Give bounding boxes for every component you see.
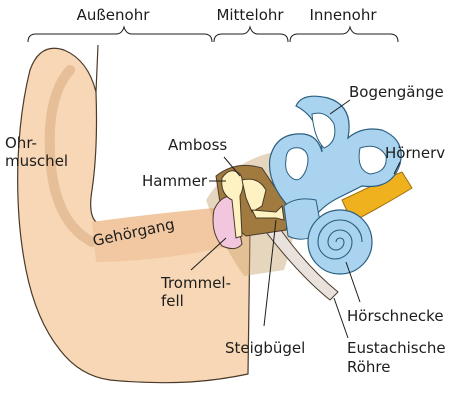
outer-ear-bracket bbox=[28, 27, 212, 42]
label-inner-ear: Innenohr bbox=[309, 6, 377, 24]
label-eardrum-1: Trommel- bbox=[160, 274, 231, 292]
label-auricle-1: Ohr- bbox=[5, 134, 37, 152]
section-brackets bbox=[28, 27, 398, 42]
canal-hole-3 bbox=[359, 146, 386, 174]
leader-eustachian bbox=[334, 298, 348, 338]
label-eustachian-1: Eustachische bbox=[347, 339, 446, 357]
inner-ear-bracket bbox=[290, 27, 398, 42]
label-hammer: Hammer bbox=[142, 172, 208, 190]
label-cochlea: Hörschnecke bbox=[347, 307, 444, 325]
middle-ear-bracket bbox=[214, 27, 288, 42]
label-auditory-nerve: Hörnerv bbox=[385, 144, 445, 162]
label-stirrup: Steigbügel bbox=[225, 339, 305, 357]
section-labels: Außenohr Mittelohr Innenohr bbox=[77, 6, 378, 24]
label-outer-ear: Außenohr bbox=[77, 6, 151, 24]
label-auricle-2: muschel bbox=[5, 152, 68, 170]
label-anvil: Amboss bbox=[168, 136, 227, 154]
label-eardrum-2: fell bbox=[161, 292, 184, 310]
label-semicircular-canals: Bogengänge bbox=[349, 83, 444, 101]
label-middle-ear: Mittelohr bbox=[216, 6, 284, 24]
label-eustachian-2: Röhre bbox=[347, 358, 391, 376]
